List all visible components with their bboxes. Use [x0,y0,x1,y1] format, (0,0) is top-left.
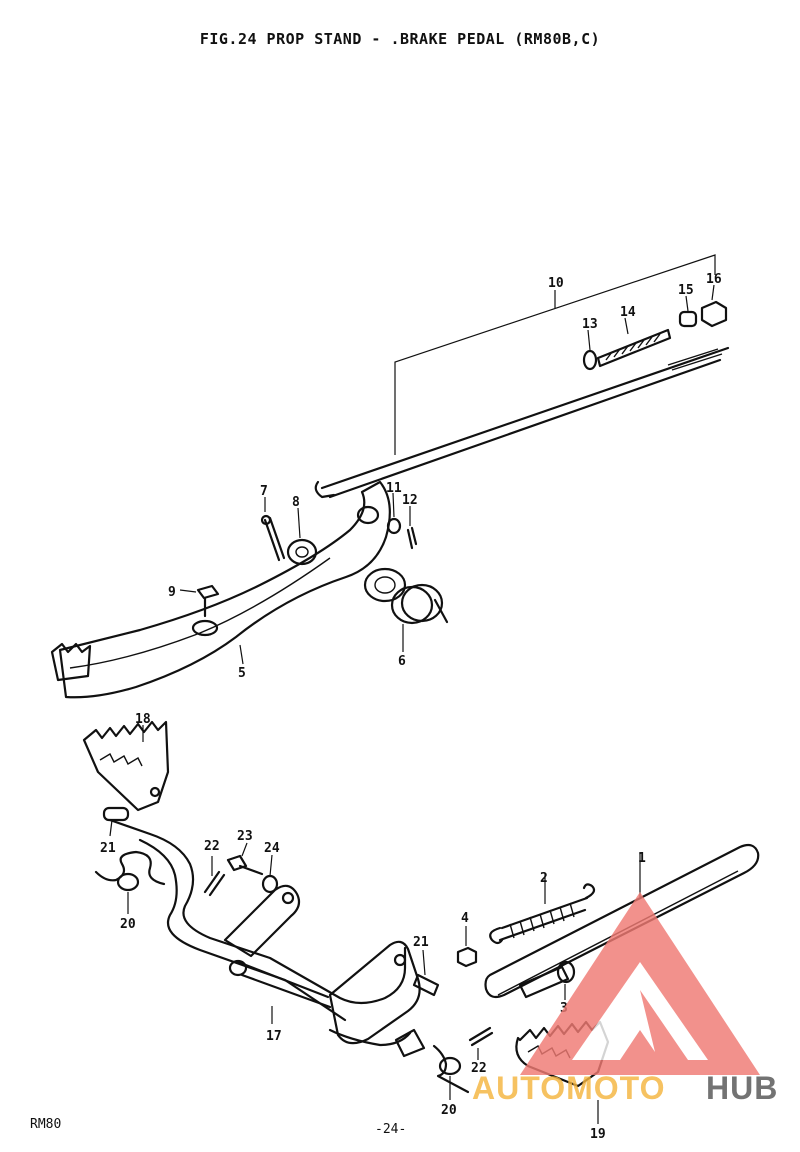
callout-22-lower: 22 [471,1061,487,1076]
callout-12: 12 [402,493,418,508]
callout-9: 9 [168,585,176,600]
callout-16: 16 [706,272,722,287]
callout-18: 18 [135,712,151,727]
callout-20-lower: 20 [441,1103,457,1118]
callout-2: 2 [540,871,548,886]
callout-6: 6 [398,654,406,669]
callout-22-top: 22 [204,839,220,854]
watermark-text-automoto: AUTOMOTO [472,1070,665,1106]
callout-15: 15 [678,283,694,298]
callout-5: 5 [238,666,246,681]
brake-rod-assembly [314,254,730,499]
footrest-left [82,720,170,812]
footrest-springs [94,842,494,1100]
callout-11: 11 [386,481,402,496]
callout-7: 7 [260,484,268,499]
callout-24: 24 [264,841,280,856]
callout-20-top: 20 [120,917,136,932]
callout-8: 8 [292,495,300,510]
callout-10: 10 [548,276,564,291]
model-label: RM80 [30,1117,62,1132]
callout-21-lower: 21 [413,935,429,950]
footrest-bracket [102,806,440,1058]
prop-stand [456,843,760,1000]
callout-14: 14 [620,305,636,320]
callout-19: 19 [590,1127,606,1142]
callout-17: 17 [266,1029,282,1044]
page-number: -24- [375,1122,407,1137]
pedal-hardware [179,492,449,665]
callout-13: 13 [582,317,598,332]
callout-23: 23 [237,829,253,844]
callout-21-top: 21 [100,841,116,856]
watermark-text-hub: HUB [706,1070,778,1106]
brake-pedal [50,480,407,699]
automotohub-watermark: AUTOMOTO HUB [472,892,778,1106]
figure-title: FIG.24 PROP STAND - .BRAKE PEDAL (RM80B,… [199,30,601,48]
callout-1: 1 [638,851,646,866]
callout-4: 4 [461,911,469,926]
